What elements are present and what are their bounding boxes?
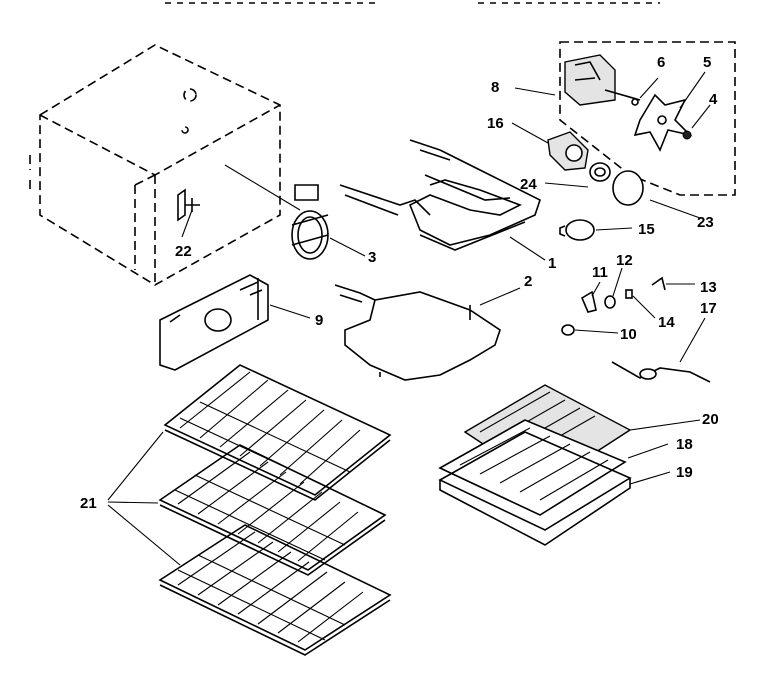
broil-element-part-1 bbox=[339, 139, 546, 261]
callout-24: 24 bbox=[520, 176, 537, 193]
callout-12: 12 bbox=[616, 252, 633, 269]
bake-element-part-2 bbox=[334, 284, 521, 381]
callout-1: 1 bbox=[548, 255, 556, 272]
small-hardware-parts-10-14 bbox=[561, 267, 695, 336]
callout-16: 16 bbox=[487, 115, 504, 132]
oven-cavity-outline bbox=[29, 44, 281, 286]
callout-22: 22 bbox=[175, 243, 192, 260]
fan-shroud-parts-16-23-24 bbox=[511, 122, 701, 219]
sensor-probe-part-17 bbox=[611, 317, 711, 383]
callout-5: 5 bbox=[703, 54, 711, 71]
oven-racks-part-21 bbox=[107, 364, 392, 656]
callout-14: 14 bbox=[658, 314, 675, 331]
callout-21: 21 bbox=[80, 495, 97, 512]
callout-6: 6 bbox=[657, 54, 665, 71]
convection-assembly-part-8 bbox=[514, 41, 736, 196]
callout-10: 10 bbox=[620, 326, 637, 343]
broiler-pan-assembly bbox=[438, 384, 701, 546]
callout-20: 20 bbox=[702, 411, 719, 428]
oven-rack-middle bbox=[158, 444, 387, 576]
callout-4: 4 bbox=[709, 91, 718, 108]
callout-8: 8 bbox=[491, 79, 499, 96]
bracket-part-22 bbox=[177, 188, 200, 238]
oven-rack-top bbox=[163, 364, 392, 501]
oven-rack-bottom bbox=[158, 524, 392, 656]
callout-13: 13 bbox=[700, 279, 717, 296]
callout-17: 17 bbox=[700, 300, 717, 317]
callout-3: 3 bbox=[368, 249, 376, 266]
fan-hardware-parts-4-5-6 bbox=[633, 71, 711, 152]
callout-11: 11 bbox=[592, 264, 608, 281]
callout-9: 9 bbox=[315, 312, 323, 329]
rear-panel-part-9 bbox=[159, 274, 311, 371]
callout-15: 15 bbox=[638, 221, 655, 238]
callout-18: 18 bbox=[676, 436, 693, 453]
callout-19: 19 bbox=[676, 464, 693, 481]
light-housing-part-3 bbox=[224, 164, 366, 260]
callout-labels: 1 2 3 4 5 6 8 9 10 11 12 13 14 15 16 17 … bbox=[80, 54, 719, 512]
callout-2: 2 bbox=[524, 273, 532, 290]
callout-23: 23 bbox=[697, 214, 714, 231]
light-bulb-part-15 bbox=[559, 219, 633, 241]
